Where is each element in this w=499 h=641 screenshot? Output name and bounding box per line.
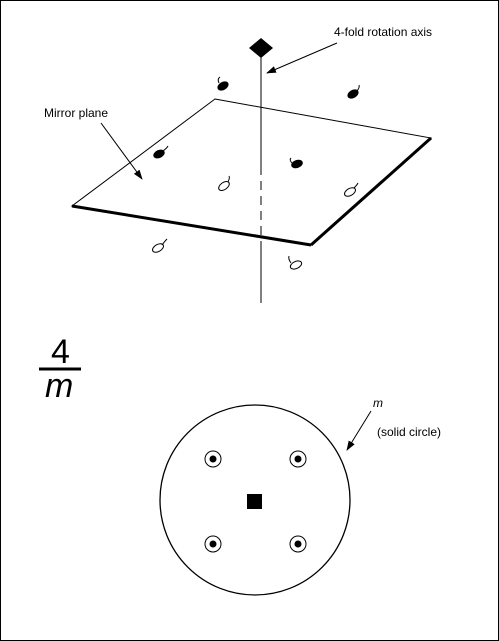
motif-plane-right	[344, 182, 359, 197]
stereonet-four-fold-symbol	[247, 494, 262, 509]
motif-above-center	[289, 157, 303, 169]
stereonet-primitive-circle	[159, 404, 351, 596]
stereonet-pole-lower-right	[289, 535, 307, 553]
rotation-axis-leader	[266, 42, 338, 74]
motif-below-right	[288, 255, 303, 270]
motif-above-upper-right	[347, 84, 360, 99]
stereonet-note-label: (solid circle)	[377, 425, 441, 439]
perspective-drawing: 4-fold rotation axis Mirror plane	[44, 25, 433, 303]
point-group-symbol: 4 m	[39, 333, 81, 405]
mirror-plane	[70, 98, 433, 246]
rotation-axis-label: 4-fold rotation axis	[334, 25, 432, 39]
stereonet-pole-upper-left	[204, 450, 222, 468]
stereonet-m-label: m	[373, 396, 383, 410]
stereonet-pole-upper-right	[289, 450, 307, 468]
motif-plane-center	[218, 175, 230, 191]
motif-above-left	[153, 145, 169, 159]
motif-above-upper-left	[217, 76, 229, 91]
stereonet: m (solid circle)	[159, 396, 441, 596]
mirror-plane-label: Mirror plane	[44, 106, 108, 120]
mirror-plane-leader	[100, 122, 143, 180]
symbol-numerator: 4	[51, 333, 70, 371]
motif-below-left	[152, 238, 168, 253]
symbol-denominator: m	[45, 367, 73, 405]
stereonet-pole-lower-left	[204, 535, 222, 553]
mirror-plane-right-edge	[310, 136, 432, 247]
stereonet-mirror-leader	[346, 410, 372, 451]
four-fold-axis-symbol	[249, 38, 273, 58]
mirror-plane-front-edge	[71, 204, 312, 247]
